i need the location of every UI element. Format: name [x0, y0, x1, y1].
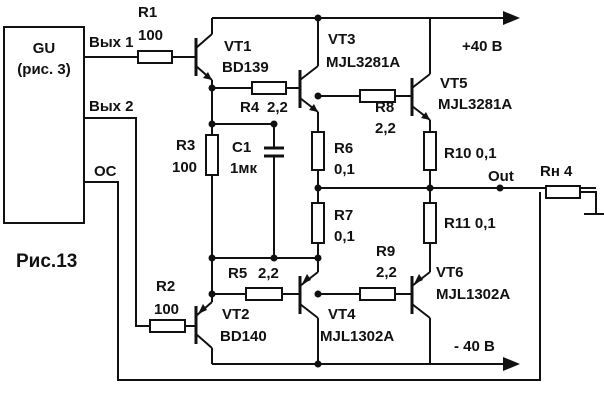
vt2-type: BD140 [220, 328, 267, 345]
vt1-type: BD139 [222, 59, 269, 76]
r2-resistor [149, 319, 186, 333]
r11-label: R11 0,1 [444, 215, 496, 232]
r5-resistor [245, 287, 283, 301]
vt5-name: VT5 [440, 75, 468, 92]
vt3-name: VT3 [328, 31, 356, 48]
r6-value: 0,1 [334, 161, 355, 178]
load-label: Rн 4 [540, 163, 573, 180]
gu-ref: (рис. 3) [17, 61, 70, 78]
c1-value: 1мк [230, 160, 257, 177]
r9-name: R9 [376, 243, 395, 260]
vt3-transistor [298, 18, 319, 132]
r3-resistor [205, 134, 219, 176]
r3-value: 100 [172, 159, 197, 176]
figure-label: Рис.13 [16, 251, 77, 272]
port-fb-label: OC [94, 163, 117, 180]
r3-name: R3 [176, 137, 195, 154]
pos-rail-arrow [503, 11, 520, 25]
r9-value: 2,2 [376, 264, 397, 281]
r4-name: R4 [240, 99, 260, 116]
r6-name: R6 [334, 140, 353, 157]
vt3-type: MJL3281A [326, 54, 400, 71]
vt2-name: VT2 [222, 306, 250, 323]
r5-name: R5 [228, 265, 247, 282]
vt5-transistor [410, 18, 431, 132]
r11-resistor [423, 202, 437, 244]
neg-rail-arrow [503, 357, 520, 371]
rn-load-resistor [545, 185, 581, 199]
out-label: Out [488, 168, 514, 185]
wire-out2 [84, 117, 150, 327]
r4-value: 2,2 [267, 99, 288, 116]
r1-name: R1 [138, 4, 157, 21]
vt5-type: MJL3281A [438, 96, 512, 113]
vt6-transistor [410, 271, 431, 364]
vt6-type: MJL1302A [436, 286, 510, 303]
neg-rail-label: - 40 В [454, 338, 495, 355]
vt1-name: VT1 [224, 38, 252, 55]
r8-value: 2,2 [375, 120, 396, 137]
junction-dots [208, 14, 504, 368]
r1-value: 100 [138, 27, 163, 44]
r7-value: 0,1 [334, 228, 355, 245]
port-out1-label: Вых 1 [89, 34, 134, 51]
port-out2-label: Вых 2 [89, 98, 134, 115]
vt4-name: VT4 [328, 306, 356, 323]
pos-rail-label: +40 В [462, 38, 503, 55]
vt1-transistor [194, 18, 213, 88]
r5-value: 2,2 [258, 265, 279, 282]
r4-resistor [251, 81, 287, 95]
vt2-transistor [194, 258, 213, 364]
wire-load-ground [580, 191, 597, 214]
gu-name: GU [33, 40, 56, 57]
c1-capacitor [264, 146, 284, 158]
r10-label: R10 0,1 [444, 145, 497, 162]
r10-resistor [423, 131, 437, 171]
r7-name: R7 [334, 207, 353, 224]
wire-feedback [84, 181, 541, 381]
r9-resistor [359, 287, 396, 301]
gu-block [3, 26, 85, 224]
c1-name: C1 [232, 139, 251, 156]
r8-name: R8 [375, 99, 394, 116]
r2-value: 100 [154, 301, 179, 318]
r2-name: R2 [156, 278, 175, 295]
vt4-type: MJL1302A [320, 328, 394, 345]
r6-resistor [311, 131, 325, 171]
r7-resistor [311, 202, 325, 244]
r1-resistor [137, 50, 173, 64]
r8-resistor [359, 89, 396, 103]
vt4-transistor [298, 268, 319, 364]
vt6-name: VT6 [436, 264, 464, 281]
